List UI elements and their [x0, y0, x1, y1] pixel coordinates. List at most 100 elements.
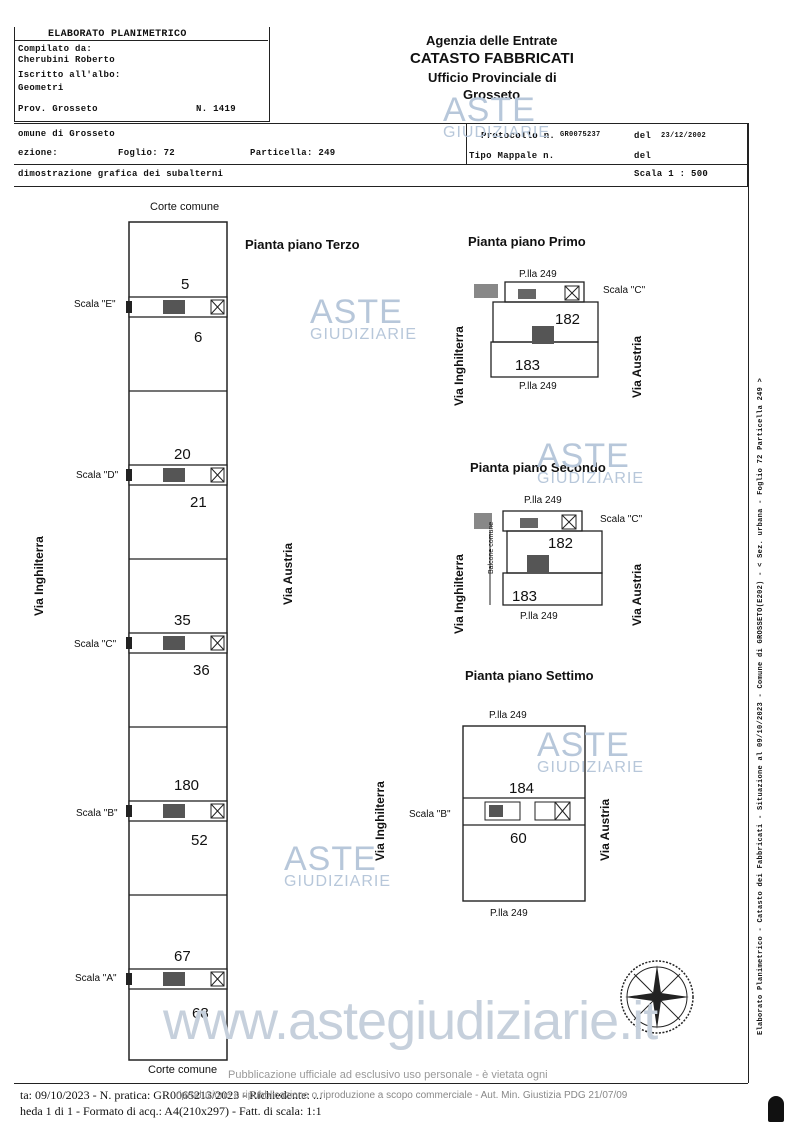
del-value-1: 23/12/2002 — [661, 132, 707, 140]
secondo-balcone: Balcone comune — [488, 521, 495, 574]
left-building-plan — [126, 221, 228, 1061]
stair-hatch — [163, 804, 185, 818]
info-divider — [14, 164, 747, 165]
sub-35: 35 — [174, 612, 191, 629]
sub-180: 180 — [174, 777, 200, 794]
lift-box — [210, 803, 225, 819]
via-inghilterra-left: Via Inghilterra — [32, 536, 46, 616]
entrance-mark — [126, 637, 132, 649]
comune: omune di Grosseto — [18, 129, 115, 139]
side-metadata: Elaborato Planimetrico - Catasto dei Fab… — [757, 377, 765, 1035]
primo-plla-bottom: P.lla 249 — [519, 381, 557, 392]
agency-line4: Grosseto — [463, 87, 521, 102]
primo-183: 183 — [515, 357, 541, 374]
info-table — [14, 123, 748, 187]
agency-line3: Ufficio Provinciale di — [428, 70, 557, 85]
registration-number: N. 1419 — [196, 104, 236, 114]
header-title-bar — [14, 27, 268, 41]
stair-hatch — [163, 636, 185, 650]
lift-cross — [210, 635, 225, 651]
tipo-mappale: Tipo Mappale n. — [469, 151, 555, 161]
settimo-60: 60 — [510, 830, 527, 847]
secondo-via-austria: Via Austria — [630, 563, 644, 626]
sub-68: 68 — [192, 1005, 209, 1022]
corte-comune-top: Corte comune — [150, 201, 220, 213]
entrance-mark — [126, 973, 132, 985]
page-mark — [768, 1096, 784, 1122]
sub-6: 6 — [194, 329, 203, 346]
protocollo-value: GR0075237 — [560, 131, 601, 139]
title-piano-terzo: Pianta piano Terzo — [245, 237, 360, 252]
scale-label: Scala 1 : 500 — [634, 169, 709, 179]
footer-line2: heda 1 di 1 - Formato di acq.: A4(210x29… — [20, 1104, 322, 1118]
title-piano-primo: Pianta piano Primo — [468, 234, 586, 249]
footer-line1: ta: 09/10/2023 - N. pratica: GR0065213/2… — [20, 1088, 322, 1102]
lift-cross — [210, 971, 225, 987]
foglio: Foglio: 72 — [118, 148, 176, 158]
primo-182: 182 — [555, 311, 581, 328]
title-piano-settimo: Pianta piano Settimo — [465, 668, 594, 683]
corte-comune-bottom: Corte comune — [148, 1064, 218, 1076]
secondo-182: 182 — [548, 535, 574, 552]
settimo-via-austria: Via Austria — [598, 798, 612, 861]
agency-line1: Agenzia delle Entrate — [426, 33, 558, 48]
header-box — [14, 27, 270, 122]
primo-scala-c: Scala "C" — [603, 285, 646, 296]
stair-hatch — [163, 468, 185, 482]
watermark-site: www.astegiudiziarie.it — [163, 991, 658, 1051]
info-vdivider — [466, 123, 467, 164]
footer-overlay: Pubblicazione ufficiale ad esclusivo uso… — [228, 1069, 548, 1081]
secondo-plla-top: P.lla 249 — [524, 495, 562, 506]
settimo-plla-bottom: P.lla 249 — [490, 908, 528, 919]
primo-plan — [474, 281, 599, 378]
sub-5: 5 — [181, 276, 190, 293]
entrance-mark — [126, 805, 132, 817]
settimo-scala-b: Scala "B" — [409, 809, 451, 820]
lift-box — [210, 635, 225, 651]
bottom-border — [14, 1083, 748, 1084]
del-label-2: del — [634, 151, 652, 161]
primo-plla-top: P.lla 249 — [519, 269, 557, 280]
particella: Particella: 249 — [250, 148, 336, 158]
stair-hatch — [163, 300, 185, 314]
sub-52: 52 — [191, 832, 208, 849]
compilato-name: Cherubini Roberto — [18, 55, 115, 65]
scala-d-label: Scala "D" — [76, 470, 119, 481]
lift-cross — [210, 803, 225, 819]
scala-e-label: Scala "E" — [74, 299, 116, 310]
primo-via-inghilterra: Via Inghilterra — [452, 326, 466, 406]
del-label-1: del — [634, 131, 652, 141]
secondo-via-inghilterra: Via Inghilterra — [452, 554, 466, 634]
sub-36: 36 — [193, 662, 210, 679]
compilato-label: Compilato da: — [18, 44, 93, 54]
dimostrazione: dimostrazione grafica dei subalterni — [18, 169, 224, 179]
scala-c-label: Scala "C" — [74, 639, 117, 650]
secondo-scala-c: Scala "C" — [600, 514, 643, 525]
primo-via-austria: Via Austria — [630, 335, 644, 398]
secondo-183: 183 — [512, 588, 538, 605]
scala-a-label: Scala "A" — [75, 973, 117, 984]
right-border — [748, 123, 749, 1083]
agency-line2: CATASTO FABBRICATI — [410, 50, 574, 67]
scala-b-label: Scala "B" — [76, 808, 118, 819]
lift-cross — [210, 299, 225, 315]
settimo-plla-top: P.lla 249 — [489, 710, 527, 721]
stair-hatch — [163, 972, 185, 986]
settimo-184: 184 — [509, 780, 535, 797]
via-austria-center: Via Austria — [281, 542, 295, 605]
protocollo-label: Protocollo n. — [481, 131, 556, 141]
lift-cross — [210, 467, 225, 483]
secondo-plla-bottom: P.lla 249 — [520, 611, 558, 622]
entrance-mark — [126, 301, 132, 313]
iscritto-label: Iscritto all'albo: — [18, 70, 121, 80]
sub-21: 21 — [190, 494, 207, 511]
sub-67: 67 — [174, 948, 191, 965]
lift-box — [210, 467, 225, 483]
elaborato-title: ELABORATO PLANIMETRICO — [48, 29, 187, 40]
settimo-plan — [462, 725, 586, 902]
sub-20: 20 — [174, 446, 191, 463]
